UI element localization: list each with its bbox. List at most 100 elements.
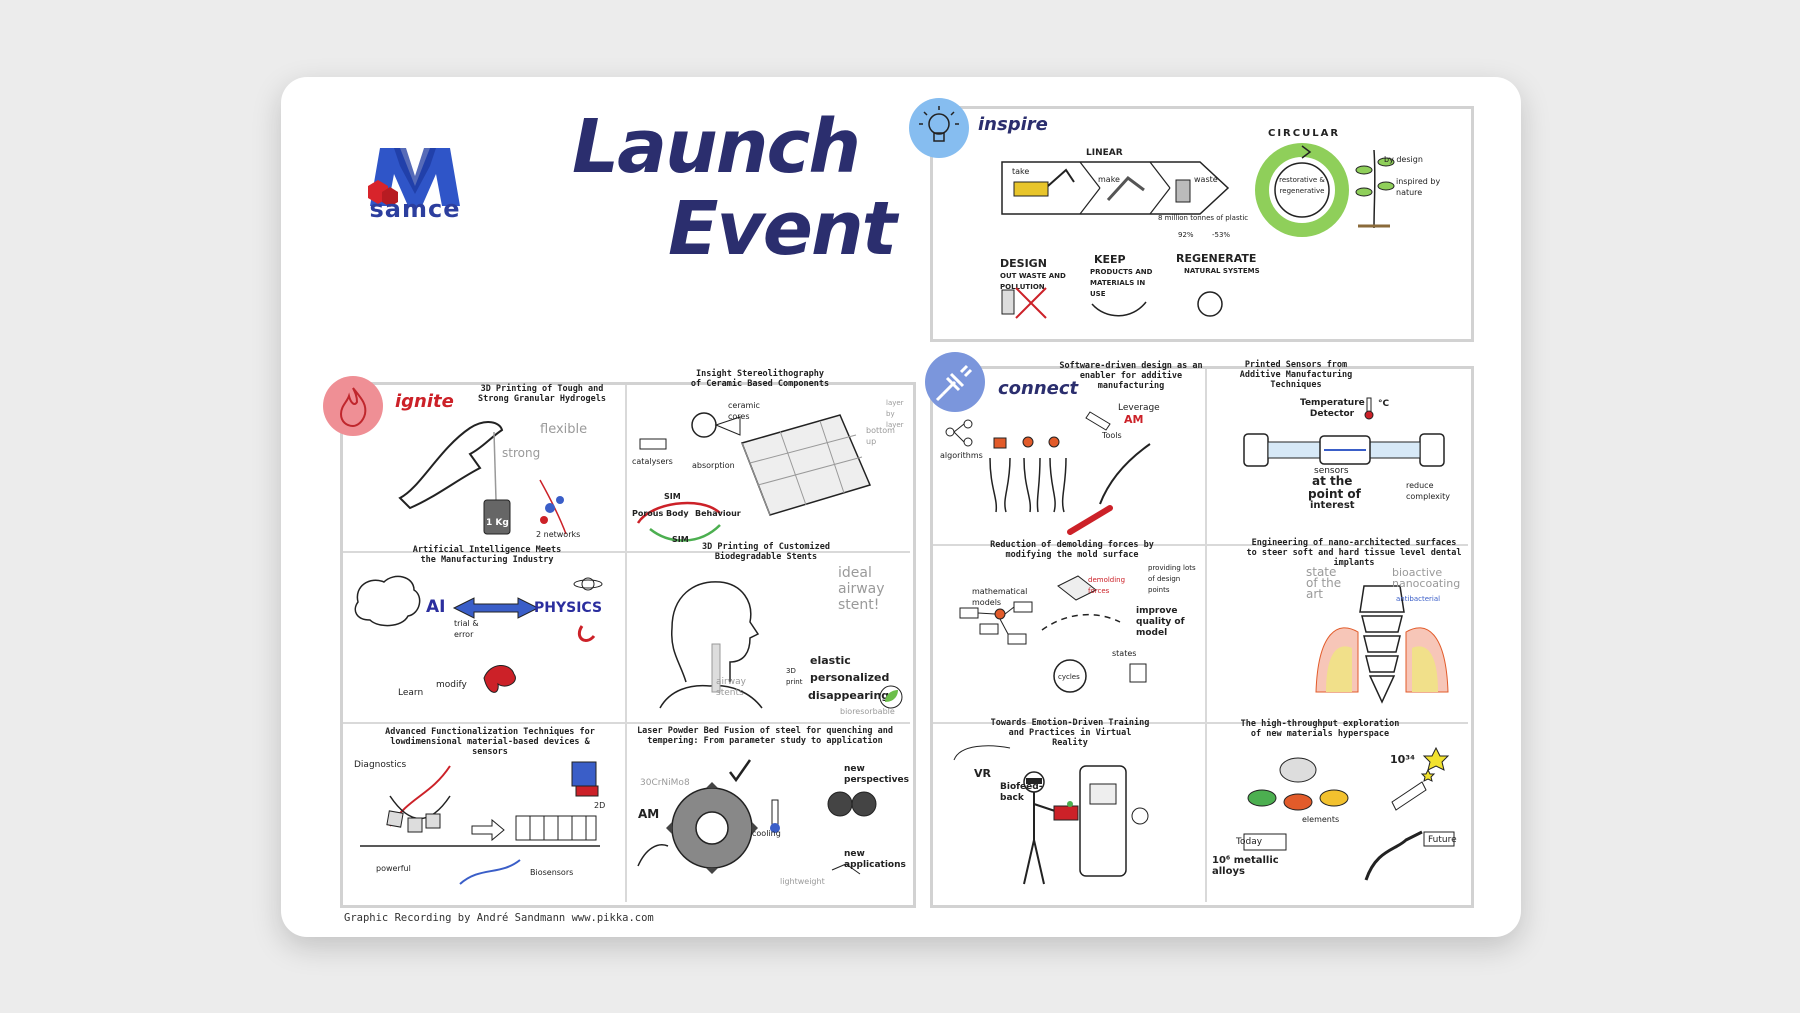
connect-cell-title-4: Towards Emotion-Driven Training and Prac…	[990, 718, 1150, 748]
note-behaviour: Behaviour	[695, 509, 741, 518]
connect-badge	[925, 352, 985, 412]
note-trial-error: trial & error	[454, 619, 479, 639]
ring-text: restorative & regenerative	[1279, 176, 1325, 195]
title-event: Event	[668, 186, 897, 272]
note-catalysers: catalysers	[632, 457, 673, 466]
note-design-points: providing lots of design points	[1148, 564, 1196, 594]
linear-label: LINEAR	[1086, 148, 1123, 158]
note-am-connect: AM	[1124, 413, 1144, 426]
note-am: AM	[638, 807, 660, 821]
note-bioresorbable: bioresorbable	[840, 707, 895, 716]
note-biosensors: Biosensors	[530, 868, 574, 877]
hand-weight-sketch	[398, 421, 567, 535]
note-cooling: cooling	[752, 829, 781, 838]
keep-sub: PRODUCTS AND MATERIALS IN USE	[1090, 268, 1153, 298]
note-new-applications: new applications	[844, 849, 906, 870]
note-elements: elements	[1302, 815, 1340, 824]
note-point-of: point of	[1308, 487, 1361, 501]
samce-logo	[368, 148, 460, 207]
connect-cell-title-3: Engineering of nano-architected surfaces…	[1246, 538, 1462, 568]
note-biofeedback: Biofeed-back	[1000, 782, 1043, 803]
stat-53: -53%	[1212, 231, 1231, 239]
note-cycles: cycles	[1058, 673, 1080, 681]
linear-economy-arrow	[1001, 161, 1230, 215]
note-state-of-art: state of the art	[1306, 565, 1342, 601]
note-airway-stents: airway stents	[716, 677, 746, 698]
note-new-perspectives: new perspectives	[844, 764, 909, 785]
ignite-label: ignite	[395, 391, 454, 412]
note-flexible: flexible	[540, 422, 588, 437]
inspired-by-nature: inspired by nature	[1396, 177, 1441, 197]
vr-training-sketch	[953, 745, 1149, 885]
ai-physics-sketch	[354, 575, 603, 693]
note-powerful: powerful	[376, 864, 411, 873]
note-ideal-airway-stent: ideal airway stent!	[838, 565, 885, 613]
keep-heading: KEEP	[1094, 253, 1126, 266]
connect-label: connect	[998, 378, 1079, 399]
note-modify: modify	[436, 680, 467, 690]
note-algorithms: algorithms	[940, 451, 983, 460]
software-design-sketch	[945, 411, 1151, 535]
ignite-cell-title-1: Insight Stereolithography of Ceramic Bas…	[690, 369, 830, 389]
note-leverage: Leverage	[1118, 403, 1160, 413]
design-heading: DESIGN	[1000, 257, 1047, 270]
demolding-sketch	[959, 575, 1147, 693]
design-sub: OUT WASTE AND POLLUTION	[1000, 272, 1066, 291]
connect-cell-title-1: Printed Sensors from Additive Manufactur…	[1239, 360, 1353, 390]
circular-label: CIRCULAR	[1268, 128, 1341, 139]
note-diagnostics: Diagnostics	[354, 760, 407, 770]
note-layer-by-layer: layer by layer	[886, 399, 904, 429]
note-interest: interest	[1310, 500, 1355, 511]
note-10-34: 10³⁴	[1390, 753, 1415, 766]
plant-sketch	[1355, 149, 1395, 229]
note-disappearing: disappearing	[808, 689, 890, 702]
note-reduce-complexity: reduce complexity	[1406, 481, 1450, 501]
note-1kg: 1 Kg	[486, 518, 509, 528]
design-keep-regenerate-icons	[1001, 287, 1223, 319]
note-mathematical-models: mathematical models	[972, 587, 1028, 607]
dental-implant-sketch	[1315, 585, 1449, 704]
gear-powder-sketch	[637, 759, 877, 875]
thermometer-icon	[1364, 397, 1374, 420]
note-30crnimo8: 30CrNiMo8	[640, 778, 690, 788]
note-states: states	[1112, 649, 1137, 658]
note-improve-quality: improve quality of model	[1136, 606, 1185, 638]
regenerate-sub: NATURAL SYSTEMS	[1184, 267, 1260, 275]
dna-sensors-sketch	[360, 761, 600, 885]
note-quality: Quality	[482, 655, 511, 663]
ceramic-components-sketch	[636, 412, 872, 542]
note-learn: Learn	[398, 688, 424, 698]
flame-icon	[339, 387, 367, 428]
note-vr: VR	[974, 767, 991, 780]
note-sim-top: SIM	[664, 492, 681, 501]
ignite-badge	[323, 376, 383, 436]
inspire-badge	[909, 98, 969, 158]
inspire-panel	[930, 106, 1474, 342]
note-demolding-forces: demolding forces	[1088, 576, 1126, 595]
note-tools: Tools	[1102, 431, 1122, 440]
connect-cell-title-2: Reduction of demolding forces by modifyi…	[990, 540, 1154, 560]
ignite-cell-title-5: Laser Powder Bed Fusion of steel for que…	[637, 726, 893, 746]
title-launch: Launch	[572, 104, 861, 190]
note-sim-bottom: SIM	[672, 535, 689, 544]
printed-sensor-sketch	[1243, 433, 1445, 467]
note-bioactive-nanocoating: bioactive nanocoating	[1392, 566, 1461, 590]
by-design: by design	[1384, 155, 1423, 164]
note-absorption: absorption	[692, 461, 735, 470]
note-lightweight: lightweight	[780, 877, 825, 886]
note-metallic-alloys: 10⁶ metallic alloys	[1212, 855, 1279, 877]
note-antibacterial: antibacterial	[1396, 595, 1441, 603]
note-celsius: °C	[1378, 399, 1390, 409]
connect-cell-title-0: Software-driven design as an enabler for…	[1059, 361, 1203, 391]
plastic-stat: 8 million tonnes of plastic	[1158, 214, 1249, 222]
note-2d: 2D	[594, 801, 606, 810]
stat-92: 92%	[1178, 231, 1194, 239]
ignite-cell-title-0: 3D Printing of Tough and Strong Granular…	[478, 384, 606, 404]
note-temperature-detector: Temperature Detector	[1300, 398, 1365, 419]
credit-line: Graphic Recording by André Sandmann www.…	[344, 912, 654, 924]
waste-label: waste	[1194, 175, 1218, 184]
note-sensors: sensors	[1314, 466, 1349, 476]
samce-wordmark: samce	[369, 195, 461, 223]
note-porous-body: Porous Body	[632, 509, 689, 518]
note-today: Today	[1236, 837, 1263, 847]
